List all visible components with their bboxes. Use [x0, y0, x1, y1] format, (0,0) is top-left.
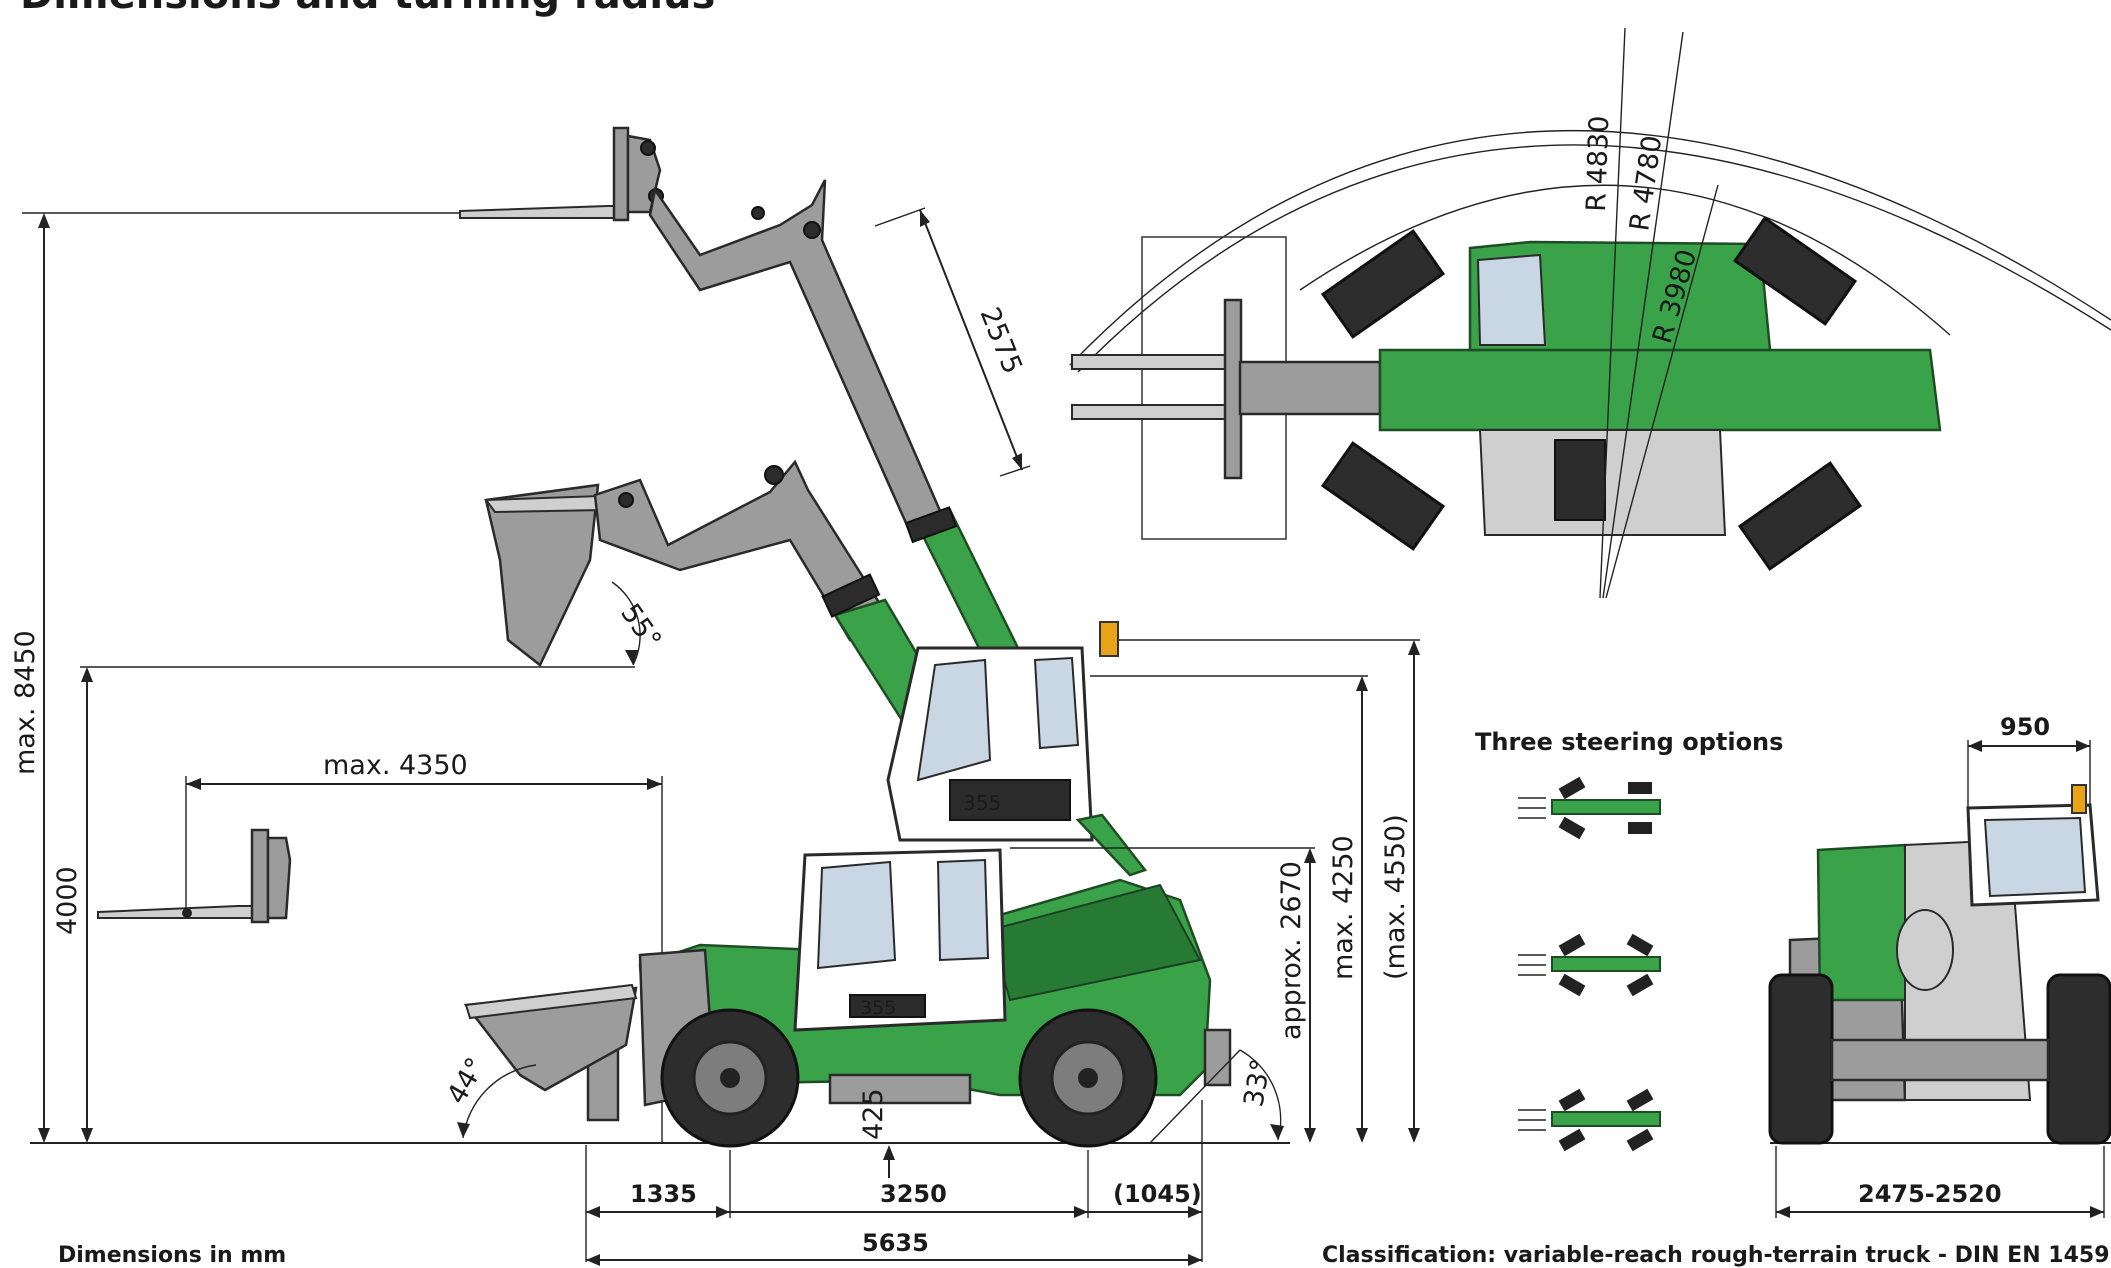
rear-axle — [1830, 1038, 2050, 1082]
label-max-cab-height-raised: (max. 4550) — [1380, 814, 1411, 980]
top-tyre-rear-left — [1732, 216, 1858, 326]
radius-line-r3980 — [1605, 184, 1719, 599]
top-view: R 4830 R 4780 R 3980 — [1069, 27, 2111, 599]
radius-line-r4830 — [1599, 27, 1626, 599]
arrow-icon — [1188, 1206, 1202, 1218]
top-chassis — [1378, 348, 1942, 432]
top-tyre-front-right — [1320, 441, 1446, 551]
label-r4780: R 4780 — [1624, 134, 1668, 233]
label-max-cab-height: max. 4250 — [1328, 835, 1359, 980]
arrow-icon — [1356, 1128, 1368, 1143]
arrow-icon — [1968, 740, 1982, 752]
steering-front-wheel-icon — [1518, 776, 1661, 840]
side-view: max. 8450 4000 max. 4350 — [10, 126, 1420, 1266]
fork-low — [97, 828, 292, 924]
arrow-icon — [586, 1254, 600, 1266]
departure-line — [1149, 1049, 1241, 1144]
rear-tank — [1896, 909, 1954, 991]
label-rear-overhang: (1045) — [1113, 1180, 1202, 1208]
turning-arc-outer — [1069, 129, 2111, 366]
label-cab-height: approx. 2670 — [1276, 861, 1307, 1040]
units-note: Dimensions in mm — [58, 1243, 286, 1268]
top-boom — [1238, 360, 1382, 416]
top-carriage — [1223, 298, 1243, 480]
top-cab-window — [1476, 253, 1547, 346]
beacon-icon — [2071, 784, 2087, 814]
label-angle-44: 44° — [441, 1053, 492, 1110]
label-track-width: 2475-2520 — [1858, 1180, 2002, 1208]
label-4000: 4000 — [52, 866, 83, 935]
top-engine — [1554, 439, 1606, 521]
label-r4830: R 4830 — [1581, 115, 1615, 212]
angle-arc-55 — [611, 581, 641, 666]
top-fork — [1071, 354, 1233, 370]
arrow-icon — [81, 1128, 93, 1143]
arrow-icon — [1270, 1124, 1284, 1140]
bucket-low — [463, 983, 638, 1092]
label-front-overhang: 1335 — [630, 1180, 697, 1208]
extension-line — [874, 207, 926, 227]
svg-text:355: 355 — [963, 791, 1001, 815]
arrow-icon — [625, 650, 638, 665]
arrow-icon — [1776, 1206, 1790, 1218]
label-wheelbase: 3250 — [880, 1180, 947, 1208]
fork-high — [459, 126, 664, 222]
arrow-icon — [1408, 640, 1420, 655]
top-tyre-front-left — [1320, 229, 1446, 339]
arrow-icon — [647, 778, 662, 790]
label-cab-width: 950 — [2000, 713, 2050, 741]
label-angle-33: 33° — [1238, 1057, 1277, 1110]
rear-view: 950 2475-2520 — [1768, 713, 2111, 1218]
steering-all-wheel-icon — [1518, 933, 1661, 997]
arrow-icon — [2076, 740, 2090, 752]
steering-options: Three steering options — [1475, 728, 1783, 1152]
dim-line-telescope — [919, 209, 1023, 471]
arrow-icon — [1012, 453, 1022, 470]
arrow-icon — [1188, 1254, 1202, 1266]
arrow-icon — [1408, 1128, 1420, 1143]
svg-text:355: 355 — [860, 997, 896, 1019]
rear-wheel — [1018, 1008, 1158, 1148]
arrow-icon — [716, 1206, 730, 1218]
rear-tyre-right — [2046, 973, 2111, 1145]
rear-cab-glass — [1983, 816, 2087, 898]
arrow-icon — [883, 1145, 895, 1160]
arrow-icon — [38, 213, 50, 228]
label-max-height: max. 8450 — [10, 630, 41, 775]
label-reach: max. 4350 — [323, 750, 468, 781]
arrow-icon — [1304, 1128, 1316, 1143]
rear-boom-green — [1816, 843, 1912, 1002]
classification-note: Classification: variable-reach rough-ter… — [1322, 1243, 2110, 1268]
top-fork — [1071, 404, 1233, 420]
cab-raised: 355 — [886, 621, 1148, 877]
label-clearance: 425 — [858, 1088, 889, 1140]
radius-line-r4780 — [1602, 31, 1684, 599]
arrow-icon — [2090, 1206, 2104, 1218]
bucket-high — [484, 483, 606, 667]
extension-line — [999, 465, 1031, 477]
arrow-icon — [38, 1128, 50, 1143]
arrow-icon — [81, 667, 93, 682]
front-wheel — [660, 1008, 800, 1148]
turning-arc-inner — [1299, 184, 1951, 336]
arrow-icon — [457, 1122, 470, 1138]
label-total-length: 5635 — [862, 1229, 929, 1257]
page-title: Dimensions and turning radius — [20, 0, 715, 18]
arrow-icon — [920, 210, 930, 227]
arrow-icon — [1074, 1206, 1088, 1218]
steering-title: Three steering options — [1475, 728, 1783, 756]
arrow-icon — [1356, 676, 1368, 691]
turning-arc-middle — [1077, 144, 2111, 373]
steering-crab-icon — [1518, 1088, 1661, 1152]
arrow-icon — [586, 1206, 600, 1218]
arrow-icon — [1304, 848, 1316, 863]
arrow-icon — [186, 778, 201, 790]
rear-tyre-left — [1768, 973, 1834, 1145]
label-angle-55: 55° — [614, 598, 667, 655]
top-tyre-rear-right — [1737, 461, 1863, 571]
